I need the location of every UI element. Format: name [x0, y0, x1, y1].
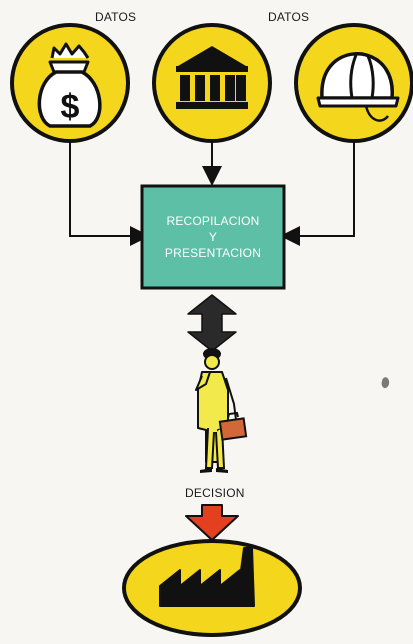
collection-box: [140, 184, 286, 290]
money-bag-icon: $: [37, 42, 102, 128]
bank-building-icon: [176, 46, 248, 109]
datos-label-right: DATOS: [268, 10, 310, 24]
decision-label: DECISION: [185, 486, 245, 500]
double-arrow-icon: [187, 294, 237, 352]
box-line-2: Y: [208, 230, 218, 244]
connector-left: [69, 136, 150, 246]
box-line-3: PRESENTACION: [164, 246, 262, 260]
decision-arrow-icon: [185, 504, 239, 541]
bank-node: [152, 23, 272, 143]
factory-node: [122, 539, 302, 637]
box-line-1: RECOPILACION: [166, 214, 260, 228]
datos-label-left: DATOS: [95, 10, 137, 24]
factory-icon: [159, 547, 255, 607]
businessman-figure: [195, 348, 248, 473]
hard-hat-icon: [316, 52, 400, 122]
dollar-sign: $: [61, 88, 80, 126]
money-bag-node: $: [10, 23, 130, 143]
hard-hat-node: [294, 23, 413, 143]
briefcase-icon: [218, 411, 248, 441]
decorative-dot: [381, 377, 390, 389]
collection-box-label: RECOPILACION Y PRESENTACION: [142, 186, 284, 288]
connector-right: [280, 136, 355, 246]
